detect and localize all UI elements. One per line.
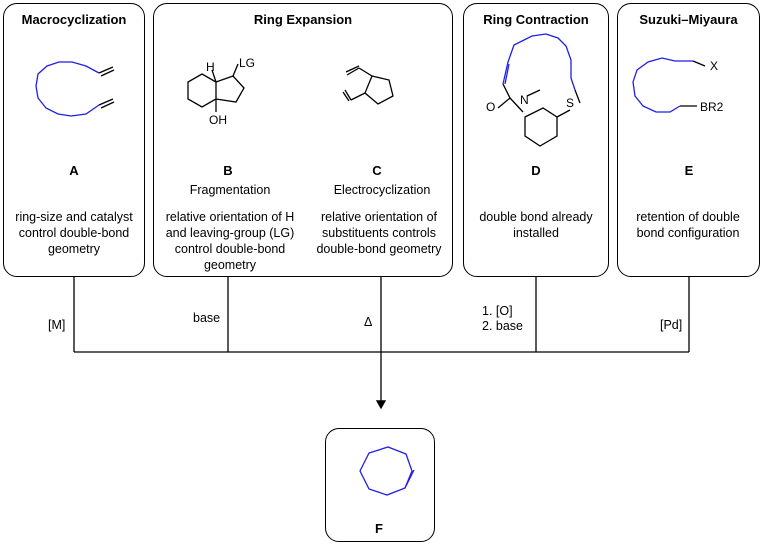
reagent-base: base bbox=[193, 311, 221, 325]
structure-e: X BR2 bbox=[632, 57, 724, 114]
label-e: E bbox=[684, 163, 694, 178]
atom-o: O bbox=[486, 100, 495, 114]
reagent-metal: [M] bbox=[48, 318, 66, 332]
atom-oh: OH bbox=[209, 113, 227, 127]
structure-a bbox=[35, 61, 115, 117]
electrocyclization-subtitle: Electrocyclization bbox=[333, 183, 431, 197]
reagent-oxidation-step2: 2. base bbox=[482, 319, 524, 333]
reaction-connectors bbox=[73, 277, 690, 410]
reagent-palladium: [Pd] bbox=[660, 318, 683, 332]
atom-s: S bbox=[566, 96, 574, 110]
structure-b: H LG OH bbox=[187, 56, 255, 127]
panel-title: Macrocyclization bbox=[21, 12, 127, 27]
atom-h: H bbox=[206, 60, 215, 74]
label-d: D bbox=[531, 163, 541, 178]
reagent-heat: Δ bbox=[364, 315, 373, 329]
suzuki-description: retention of double bond configuration bbox=[636, 210, 740, 240]
label-c: C bbox=[372, 163, 382, 178]
structure-c bbox=[342, 65, 394, 105]
fragmentation-description: relative orientation of H and leaving-gr… bbox=[165, 210, 295, 272]
panel-suzuki-miyaura: Suzuki–Miyaura bbox=[617, 3, 760, 277]
fragmentation-subtitle: Fragmentation bbox=[189, 183, 271, 197]
panel-title: Suzuki–Miyaura bbox=[639, 12, 738, 27]
label-a: A bbox=[69, 163, 79, 178]
reagent-oxidation-step1: 1. [O] bbox=[482, 304, 513, 318]
panel-ring-contraction: Ring Contraction bbox=[463, 3, 609, 277]
panel-title: Ring Expansion bbox=[253, 12, 353, 27]
atom-n: N bbox=[520, 93, 529, 107]
electrocyclization-description: relative orientation of substituents con… bbox=[316, 210, 442, 256]
structure-d: N O S bbox=[486, 33, 581, 147]
atom-br2: BR2 bbox=[700, 100, 724, 114]
label-f: F bbox=[375, 521, 383, 536]
panel-ring-expansion: Ring Expansion bbox=[153, 3, 453, 277]
label-b: B bbox=[223, 163, 233, 178]
macro-description: ring-size and catalyst control double-bo… bbox=[15, 210, 133, 256]
contraction-description: double bond already installed bbox=[479, 210, 593, 240]
structure-f bbox=[359, 446, 415, 496]
panel-macrocyclization: Macrocyclization bbox=[3, 3, 145, 277]
atom-lg: LG bbox=[239, 56, 255, 70]
panel-product bbox=[325, 428, 435, 542]
atom-x: X bbox=[710, 59, 718, 73]
panel-title: Ring Contraction bbox=[483, 12, 589, 27]
